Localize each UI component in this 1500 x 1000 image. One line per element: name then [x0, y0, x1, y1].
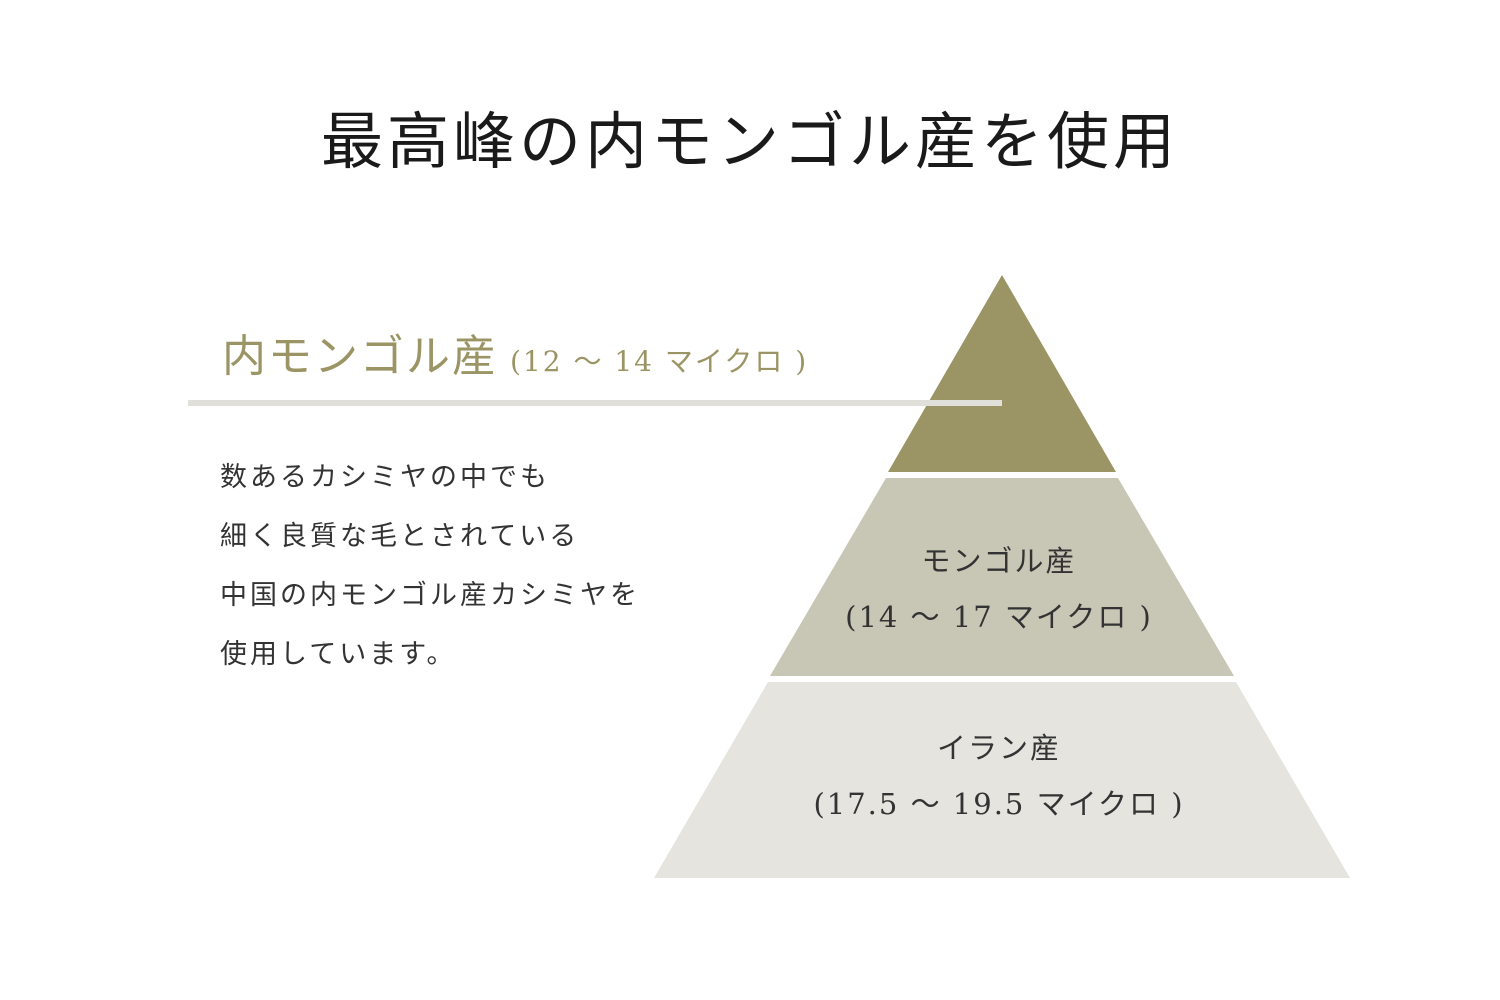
- feature-heading: 内モンゴル産 (12 〜 14 マイクロ ): [222, 326, 808, 397]
- description-line: 細く良質な毛とされている: [220, 521, 580, 552]
- tier-middle-name: モンゴル産: [921, 544, 1077, 578]
- pyramid-tier-top: [888, 275, 1116, 472]
- page-title: 最高峰の内モンゴル産を使用: [320, 105, 1179, 178]
- description-line: 数あるカシミヤの中でも: [220, 462, 550, 493]
- leader-line: [188, 400, 1002, 406]
- pyramid-tier-bottom: [654, 682, 1350, 878]
- feature-description: 数あるカシミヤの中でも 細く良質な毛とされている 中国の内モンゴル産カシミヤを …: [220, 448, 640, 684]
- tier-bottom-name: イラン産: [936, 731, 1061, 765]
- tier-bottom-range: (17.5 〜 19.5 マイクロ ): [813, 787, 1185, 821]
- pyramid-tier-middle: [770, 478, 1234, 676]
- description-line: 中国の内モンゴル産カシミヤを: [220, 580, 640, 611]
- description-line: 使用しています。: [220, 639, 457, 670]
- feature-heading-name: 内モンゴル産: [222, 331, 498, 382]
- tier-middle-range: (14 〜 17 マイクロ ): [845, 600, 1153, 634]
- feature-heading-range: (12 〜 14 マイクロ ): [510, 345, 809, 378]
